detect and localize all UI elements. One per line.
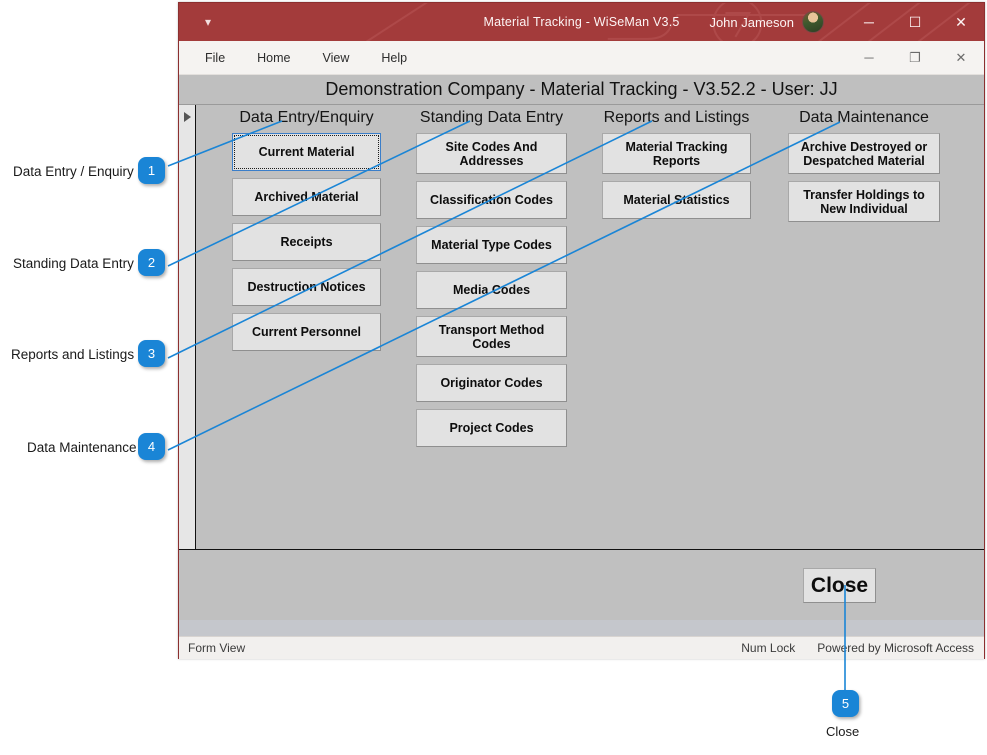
status-num-lock: Num Lock: [741, 641, 796, 655]
column-title: Data Entry/Enquiry: [239, 109, 374, 126]
form-button-site-codes-and-addresses[interactable]: Site Codes And Addresses: [416, 133, 567, 174]
close-form-button[interactable]: Close: [803, 568, 876, 603]
callout-label-5: Close: [826, 724, 860, 739]
status-right-group: Num Lock Powered by Microsoft Access: [741, 637, 974, 659]
menu-item-help[interactable]: Help: [381, 50, 408, 65]
form-button-material-tracking-reports[interactable]: Material Tracking Reports: [602, 133, 751, 174]
form-button-current-personnel[interactable]: Current Personnel: [232, 313, 381, 351]
maximize-icon: ☐: [908, 14, 922, 30]
form-button-transfer-holdings-to-new-individual[interactable]: Transfer Holdings to New Individual: [788, 181, 940, 222]
form-button-receipts[interactable]: Receipts: [232, 223, 381, 261]
status-powered-by: Powered by Microsoft Access: [817, 641, 974, 655]
quick-access-toolbar-dropdown[interactable]: ▾: [199, 13, 217, 31]
form-button-material-statistics[interactable]: Material Statistics: [602, 181, 751, 219]
form-button-material-type-codes[interactable]: Material Type Codes: [416, 226, 567, 264]
avatar[interactable]: [802, 11, 824, 33]
form-button-transport-method-codes[interactable]: Transport Method Codes: [416, 316, 567, 357]
close-icon: ✕: [955, 49, 967, 65]
callout-label-4: Data Maintenance: [27, 440, 137, 455]
callout-label-1: Data Entry / Enquiry: [13, 164, 134, 179]
form-button-archive-destroyed-or-despatched-material[interactable]: Archive Destroyed or Despatched Material: [788, 133, 940, 174]
user-name-label: John Jameson: [709, 14, 794, 30]
footer-strip: [179, 620, 984, 636]
column-button-list: Archive Destroyed or Despatched Material…: [769, 133, 959, 229]
column-title: Data Maintenance: [799, 109, 929, 126]
form-button-project-codes[interactable]: Project Codes: [416, 409, 567, 447]
callout-marker-1[interactable]: 1: [138, 157, 165, 184]
form-button-classification-codes[interactable]: Classification Codes: [416, 181, 567, 219]
minimize-icon: ─: [864, 14, 874, 30]
form-button-destruction-notices[interactable]: Destruction Notices: [232, 268, 381, 306]
status-bar: Form View Num Lock Powered by Microsoft …: [179, 636, 984, 659]
document-window-controls: ─ ❐ ✕: [846, 41, 984, 74]
callout-marker-3[interactable]: 3: [138, 340, 165, 367]
callout-marker-2[interactable]: 2: [138, 249, 165, 276]
menu-item-view[interactable]: View: [322, 50, 350, 65]
document-close-button[interactable]: ✕: [938, 41, 984, 74]
user-account-block[interactable]: John Jameson: [709, 3, 824, 41]
restore-icon: ❐: [909, 49, 921, 65]
column-title: Standing Data Entry: [419, 109, 564, 126]
status-view-mode: Form View: [188, 641, 246, 655]
document-minimize-button[interactable]: ─: [846, 41, 892, 74]
record-arrow-icon: [183, 112, 191, 122]
form-button-archived-material[interactable]: Archived Material: [232, 178, 381, 216]
application-window: ▾ Material Tracking - WiSeMan V3.5 John …: [178, 2, 985, 659]
column-title: Reports and Listings: [603, 109, 750, 126]
menu-item-file[interactable]: File: [205, 50, 226, 65]
window-controls: ─ ☐ ✕: [846, 3, 984, 41]
chevron-down-icon: ▾: [204, 15, 212, 29]
form-button-media-codes[interactable]: Media Codes: [416, 271, 567, 309]
form-button-current-material[interactable]: Current Material: [232, 133, 381, 171]
callout-label-3: Reports and Listings: [11, 347, 135, 362]
close-icon: ✕: [955, 14, 967, 30]
maximize-button[interactable]: ☐: [892, 3, 938, 41]
form-button-originator-codes[interactable]: Originator Codes: [416, 364, 567, 402]
callout-marker-4[interactable]: 4: [138, 433, 165, 460]
menu-bar: File Home View Help ─ ❐ ✕: [179, 41, 984, 75]
menu-item-home[interactable]: Home: [257, 50, 291, 65]
title-bar: ▾ Material Tracking - WiSeMan V3.5 John …: [179, 3, 984, 41]
minimize-icon: ─: [864, 50, 874, 65]
minimize-button[interactable]: ─: [846, 3, 892, 41]
form-caption: Demonstration Company - Material Trackin…: [179, 75, 984, 105]
close-window-button[interactable]: ✕: [938, 3, 984, 41]
callout-label-2: Standing Data Entry: [13, 256, 134, 271]
record-selector-bar[interactable]: [179, 105, 196, 549]
callout-marker-5[interactable]: 5: [832, 690, 859, 717]
document-restore-button[interactable]: ❐: [892, 41, 938, 74]
form-footer: Close: [179, 549, 984, 636]
